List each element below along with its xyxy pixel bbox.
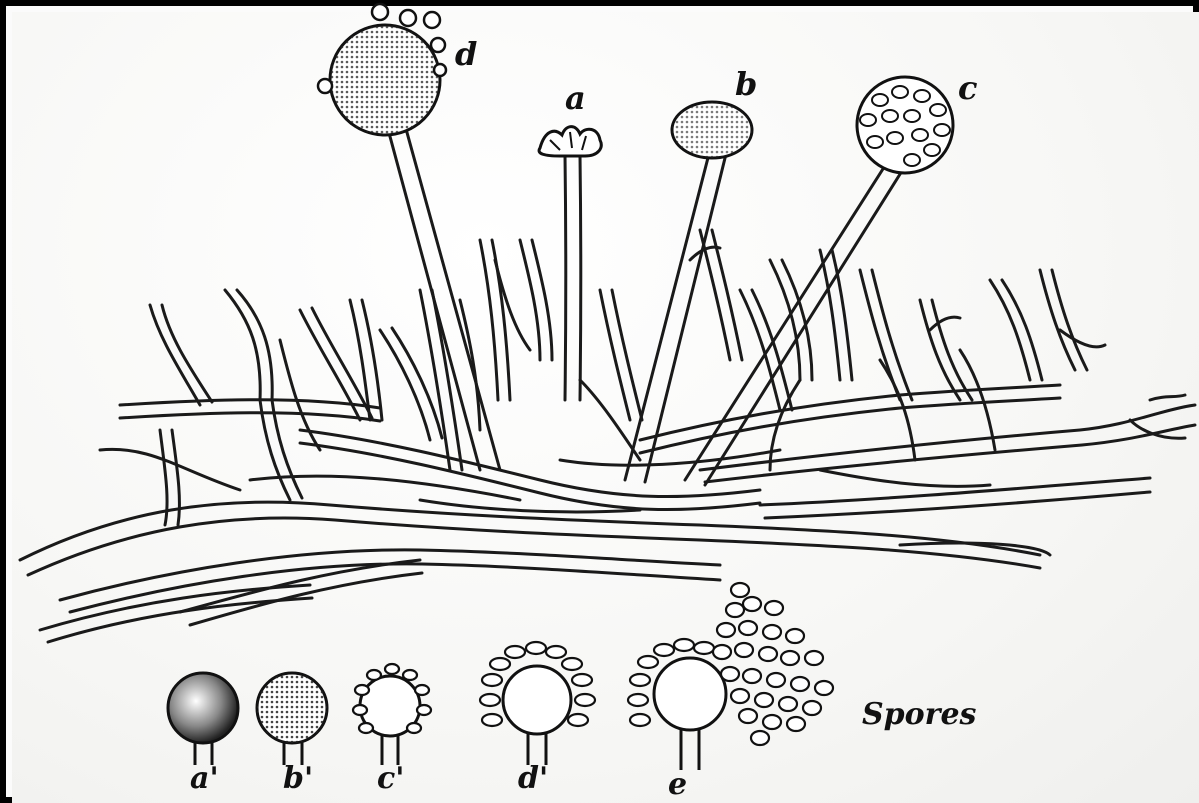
- stage-e: [628, 583, 833, 770]
- label-d-prime: d': [518, 764, 548, 794]
- label-d: d: [455, 38, 477, 70]
- label-e: e: [668, 770, 687, 800]
- sporangium-c: [857, 77, 953, 173]
- label-a: a: [565, 82, 586, 114]
- mycelium-hyphae: [20, 230, 1195, 642]
- stage-a-prime: [168, 673, 238, 765]
- stage-b-prime: [257, 673, 327, 765]
- stage-d-prime: [480, 642, 595, 765]
- label-c: c: [958, 72, 977, 104]
- label-spores: Spores: [862, 700, 976, 730]
- stage-c-prime: [353, 664, 431, 765]
- sporangium-b: [672, 102, 752, 158]
- label-b: b: [735, 68, 757, 100]
- label-c-prime: c': [377, 764, 404, 794]
- sporangium-d: [318, 4, 446, 135]
- label-a-prime: a': [190, 764, 219, 794]
- label-b-prime: b': [283, 764, 313, 794]
- sporangium-a: [539, 127, 601, 156]
- sporangiophore-stalks: [385, 118, 912, 485]
